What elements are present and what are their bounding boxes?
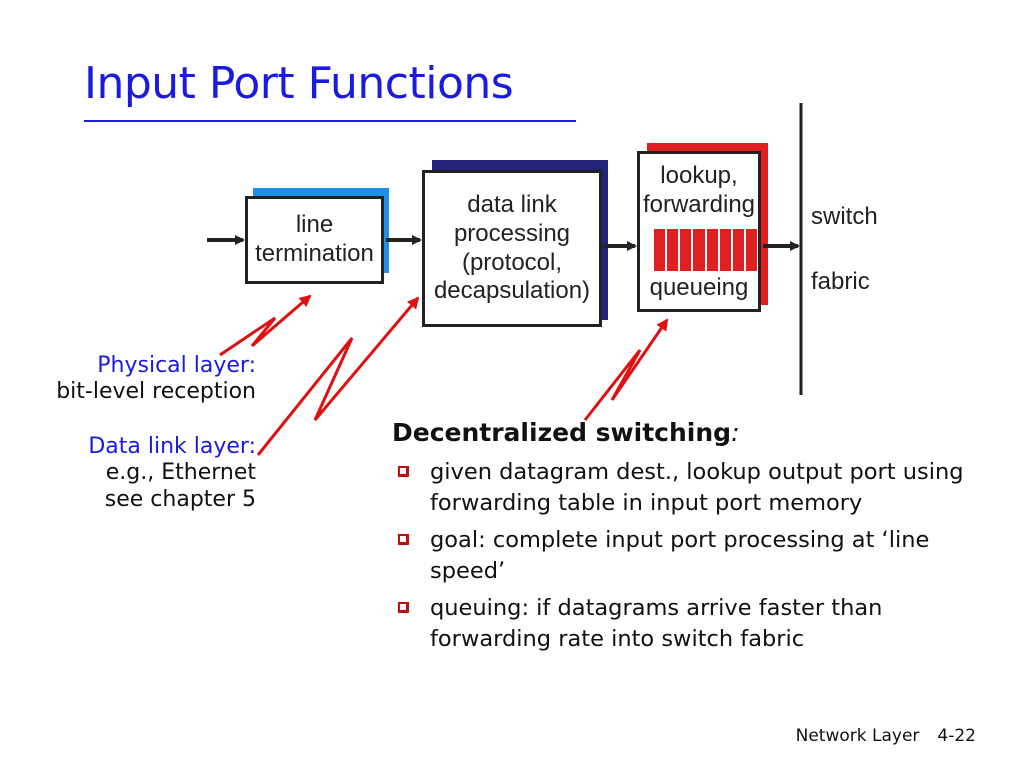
- physical-layer-pointer: [219, 294, 312, 357]
- switching-pointer: [583, 318, 669, 421]
- title-underline: [84, 120, 576, 122]
- content-block: Decentralized switching: given datagram …: [392, 418, 1002, 661]
- physical-layer-body: bit-level reception: [56, 379, 256, 405]
- data-link-layer-annotation: Data link layer: e.g., Ethernet see chap…: [88, 434, 256, 513]
- physical-layer-annotation: Physical layer: bit-level reception: [56, 353, 256, 406]
- bullet-list: given datagram dest., lookup output port…: [392, 457, 1002, 655]
- bullet-item: goal: complete input port processing at …: [392, 525, 1002, 587]
- switch-fabric-label-1: switch: [811, 203, 878, 230]
- lookup-forwarding-label: lookup, forwarding: [642, 162, 756, 218]
- queue-slot: [667, 229, 679, 271]
- data-link-layer-body-1: e.g., Ethernet: [105, 460, 256, 486]
- slide-title: Input Port Functions: [84, 58, 514, 109]
- bullet-item: queuing: if datagrams arrive faster than…: [392, 593, 1002, 655]
- data-link-layer-heading: Data link layer:: [88, 434, 256, 459]
- queue-slot: [654, 229, 666, 271]
- checkbox-bullet-icon: [398, 602, 409, 614]
- content-heading-colon: :: [731, 418, 740, 447]
- slide-footer: Network Layer 4-22: [796, 726, 976, 746]
- checkbox-bullet-icon: [398, 466, 409, 477]
- bullet-item: given datagram dest., lookup output port…: [392, 457, 1002, 519]
- queue-slot: [693, 229, 705, 271]
- data-link-layer-body-2: see chapter 5: [104, 486, 256, 512]
- queue-slot: [706, 229, 718, 271]
- data-link-processing-label: data link processing (protocol, decapsul…: [433, 190, 591, 305]
- data-link-processing-box: data link processing (protocol, decapsul…: [422, 170, 602, 327]
- footer-page-number: 4-22: [937, 726, 976, 746]
- switch-fabric-label-2: fabric: [811, 268, 870, 295]
- bullet-text: goal: complete input port processing at …: [430, 527, 930, 585]
- line-termination-label: line termination: [255, 211, 374, 267]
- bullet-text: given datagram dest., lookup output port…: [430, 459, 964, 517]
- checkbox-bullet-icon: [398, 534, 409, 546]
- content-heading: Decentralized switching:: [392, 418, 1002, 447]
- data-link-layer-pointer: [256, 296, 420, 456]
- queue-slot: [680, 229, 692, 271]
- physical-layer-heading: Physical layer:: [97, 353, 256, 378]
- line-termination-box: line termination: [245, 196, 384, 284]
- bullet-text: queuing: if datagrams arrive faster than…: [430, 595, 883, 653]
- queueing-label: queueing: [649, 274, 749, 302]
- queue-slot: [719, 229, 731, 271]
- queue-slot: [732, 229, 744, 271]
- content-heading-text: Decentralized switching: [392, 418, 732, 447]
- queue-slot: [745, 229, 757, 271]
- footer-section: Network Layer: [795, 726, 920, 746]
- queue-buffer: [654, 229, 757, 271]
